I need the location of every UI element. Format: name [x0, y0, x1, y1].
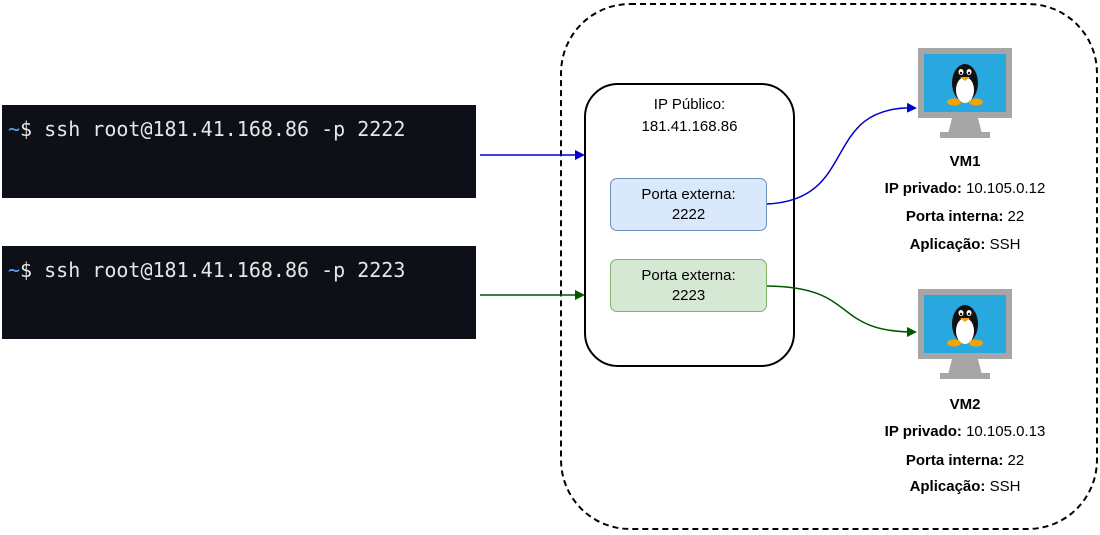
arrow-port2-to-vm2: [766, 285, 917, 337]
vm2-port: Porta interna: 22: [905, 452, 1025, 469]
linux-monitor-icon: [918, 289, 1012, 379]
external-port-1: Porta externa: 2222: [610, 178, 767, 231]
vm1-name: VM1: [949, 153, 981, 170]
external-port-2-value: 2223: [671, 286, 706, 304]
vm1-port: Porta interna: 22: [905, 208, 1025, 225]
vm1-ip: IP privado: 10.105.0.12: [884, 180, 1046, 197]
terminal-2: ~$ ssh root@181.41.168.86 -p 2223: [2, 246, 476, 339]
vm2-ip: IP privado: 10.105.0.13: [884, 423, 1046, 440]
terminal-1-prompt: ~: [8, 117, 21, 141]
terminal-1-command: $ ssh root@181.41.168.86 -p 2222: [20, 117, 406, 141]
vm2-app: Aplicação: SSH: [909, 478, 1021, 495]
terminal-2-prompt: ~: [8, 258, 21, 282]
cloud-boundary: [560, 3, 1098, 530]
vm2-name: VM2: [949, 396, 981, 413]
gateway-label: IP Público:: [653, 96, 726, 113]
terminal-1: ~$ ssh root@181.41.168.86 -p 2222: [2, 105, 476, 198]
linux-monitor-icon: [918, 48, 1012, 138]
public-ip-gateway: [584, 83, 795, 367]
terminal-2-command: $ ssh root@181.41.168.86 -p 2223: [20, 258, 406, 282]
external-port-1-value: 2222: [671, 205, 706, 223]
vm1-app: Aplicação: SSH: [909, 236, 1021, 253]
external-port-2-label: Porta externa:: [641, 266, 736, 284]
external-port-2: Porta externa: 2223: [610, 259, 767, 312]
external-port-1-label: Porta externa:: [641, 185, 736, 203]
gateway-ip: 181.41.168.86: [641, 118, 738, 135]
arrow-port1-to-vm1: [766, 102, 917, 205]
